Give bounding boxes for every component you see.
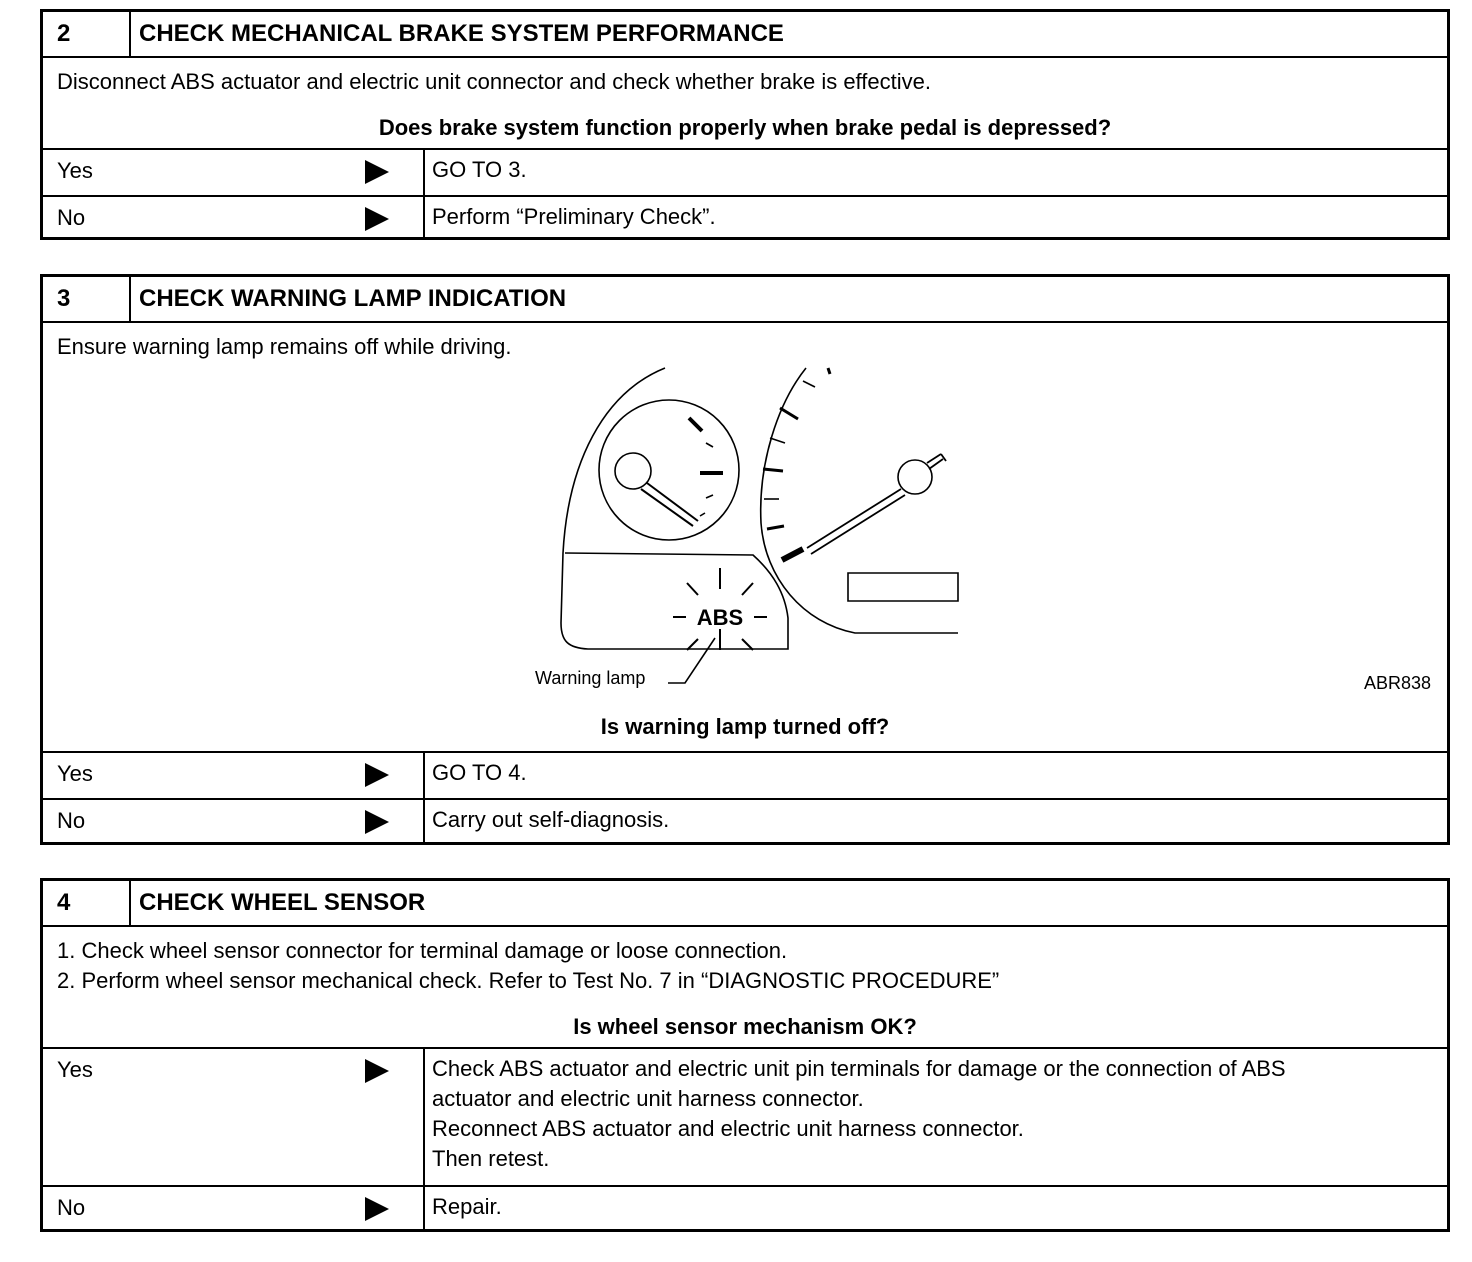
answer-label-cell: Yes	[43, 753, 425, 798]
warning-lamp-figure: ABS	[560, 367, 959, 684]
arrow-right-icon	[365, 763, 389, 787]
step-title: CHECK WARNING LAMP INDICATION	[139, 285, 567, 312]
answer-label-cell: Yes	[43, 1049, 425, 1185]
answer-label: Yes	[57, 761, 93, 786]
answer-row-yes[interactable]: Yes Check ABS actuator and electric unit…	[43, 1049, 1447, 1185]
answer-row-yes[interactable]: Yes GO TO 3.	[43, 150, 1447, 195]
step-number: 4	[43, 881, 131, 925]
step-title: CHECK WHEEL SENSOR	[139, 889, 426, 916]
step-body: Ensure warning lamp remains off while dr…	[43, 323, 1447, 753]
step-header: 2 CHECK MECHANICAL BRAKE SYSTEM PERFORMA…	[43, 12, 1447, 58]
answer-action: GO TO 3.	[432, 157, 527, 182]
step-header: 3 CHECK WARNING LAMP INDICATION	[43, 277, 1447, 323]
step-number: 2	[43, 12, 131, 56]
arrow-right-icon	[365, 810, 389, 834]
answer-action-cell: Perform “Preliminary Check”.	[425, 197, 1447, 240]
answer-action: Perform “Preliminary Check”.	[432, 204, 716, 229]
answer-label: Yes	[57, 1057, 93, 1082]
step-instruction: Ensure warning lamp remains off while dr…	[57, 334, 512, 359]
step-body: 1. Check wheel sensor connector for term…	[43, 927, 1447, 1049]
step-instruction-2: 2. Perform wheel sensor mechanical check…	[57, 968, 1000, 993]
arrow-right-icon	[365, 1059, 389, 1083]
answer-action: Carry out self-diagnosis.	[432, 807, 670, 832]
step-header: 4 CHECK WHEEL SENSOR	[43, 881, 1447, 927]
figure-code: ABR838	[1363, 673, 1431, 693]
answer-label: No	[57, 808, 86, 833]
arrow-right-icon	[365, 1197, 389, 1221]
step-body: Disconnect ABS actuator and electric uni…	[43, 58, 1447, 150]
answer-action-line: Reconnect ABS actuator and electric unit…	[432, 1116, 1024, 1141]
step-question: Is warning lamp turned off?	[600, 714, 890, 739]
answer-action-line: Check ABS actuator and electric unit pin…	[432, 1056, 1286, 1081]
step-instruction: Disconnect ABS actuator and electric uni…	[57, 69, 931, 94]
answer-label: Yes	[57, 158, 93, 183]
answer-action-cell: Carry out self-diagnosis.	[425, 800, 1447, 843]
answer-label: No	[57, 1195, 86, 1220]
answer-row-no[interactable]: No Repair.	[43, 1185, 1447, 1230]
step-2-box: 2 CHECK MECHANICAL BRAKE SYSTEM PERFORMA…	[40, 9, 1450, 240]
abs-lamp-text: ABS	[697, 605, 743, 630]
answer-action-line: Then retest.	[432, 1146, 550, 1171]
arrow-right-icon	[365, 207, 389, 231]
step-question: Is wheel sensor mechanism OK?	[573, 1014, 917, 1039]
answer-label-cell: No	[43, 197, 425, 240]
answer-row-no[interactable]: No Carry out self-diagnosis.	[43, 798, 1447, 843]
answer-label-cell: No	[43, 800, 425, 843]
step-number: 3	[43, 277, 131, 321]
arrow-right-icon	[365, 160, 389, 184]
answer-action-line: actuator and electric unit harness conne…	[432, 1086, 864, 1111]
answer-action: Repair.	[432, 1194, 502, 1219]
answer-row-no[interactable]: No Perform “Preliminary Check”.	[43, 195, 1447, 240]
answer-label: No	[57, 205, 86, 230]
step-question: Does brake system function properly when…	[378, 115, 1112, 140]
answer-action-cell: Check ABS actuator and electric unit pin…	[425, 1049, 1447, 1185]
answer-action-cell: GO TO 4.	[425, 753, 1447, 798]
answer-label-cell: No	[43, 1187, 425, 1230]
warning-lamp-callout: Warning lamp	[535, 668, 646, 688]
step-title: CHECK MECHANICAL BRAKE SYSTEM PERFORMANC…	[139, 20, 784, 47]
answer-action: GO TO 4.	[432, 760, 527, 785]
answer-row-yes[interactable]: Yes GO TO 4.	[43, 753, 1447, 798]
step-3-box: 3 CHECK WARNING LAMP INDICATION Ensure w…	[40, 274, 1450, 845]
answer-label-cell: Yes	[43, 150, 425, 195]
step-instruction-1: 1. Check wheel sensor connector for term…	[57, 938, 788, 963]
step-4-box: 4 CHECK WHEEL SENSOR 1. Check wheel sens…	[40, 878, 1450, 1232]
answer-action-cell: Repair.	[425, 1187, 1447, 1230]
answer-action-cell: GO TO 3.	[425, 150, 1447, 195]
